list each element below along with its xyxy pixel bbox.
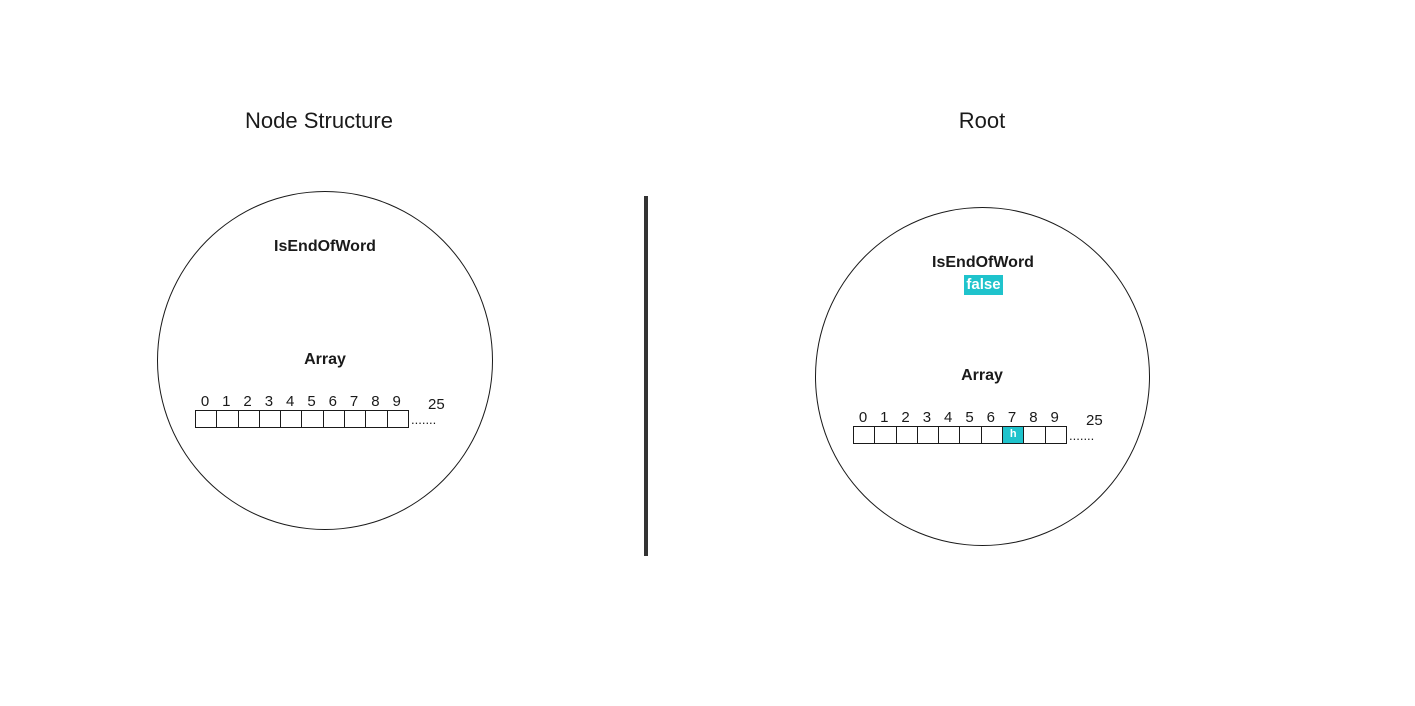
left-array-last-index: 25 — [428, 396, 445, 413]
right-index-8: 8 — [1029, 409, 1038, 426]
right-array-cell-5 — [959, 426, 982, 444]
left-index-1: 1 — [222, 393, 231, 410]
right-array-cell-2 — [895, 426, 918, 444]
right-isendofword-label: IsEndOfWord — [932, 254, 1034, 271]
right-index-4: 4 — [944, 409, 953, 426]
right-array-cell-6 — [980, 426, 1004, 444]
left-index-3: 3 — [264, 393, 274, 410]
right-array-cell-0 — [853, 426, 876, 444]
node-structure-title: Node Structure — [245, 108, 393, 133]
right-index-9: 9 — [1050, 409, 1059, 426]
left-array-ellipsis: ....... — [411, 412, 437, 427]
right-array-cell-1 — [874, 426, 897, 444]
left-array-cells — [195, 410, 409, 428]
right-index-0: 0 — [858, 409, 868, 426]
right-array-cells: h — [853, 426, 1067, 444]
left-array-cell-2 — [237, 410, 260, 428]
left-index-7: 7 — [349, 393, 359, 410]
left-isendofword-label: IsEndOfWord — [274, 238, 376, 255]
left-array-cell-9 — [386, 410, 409, 428]
node-structure-circle — [157, 191, 493, 530]
right-array-cell-8 — [1023, 426, 1046, 444]
left-index-8: 8 — [371, 393, 380, 410]
right-index-3: 3 — [922, 409, 932, 426]
right-array-cell-4 — [938, 426, 961, 444]
left-index-6: 6 — [328, 393, 337, 410]
left-array-cell-3 — [258, 410, 282, 428]
left-index-4: 4 — [286, 393, 295, 410]
right-array-last-index: 25 — [1086, 412, 1103, 429]
right-array-ellipsis: ....... — [1069, 428, 1095, 443]
right-index-6: 6 — [986, 409, 995, 426]
left-array-cell-0 — [195, 410, 218, 428]
left-index-2: 2 — [243, 393, 252, 410]
left-array-cell-5 — [301, 410, 324, 428]
right-index-2: 2 — [901, 409, 910, 426]
root-node-circle — [815, 207, 1150, 546]
left-array-cell-7 — [344, 410, 367, 428]
right-index-7: 7 — [1007, 409, 1017, 426]
right-index-5: 5 — [965, 409, 974, 426]
left-index-9: 9 — [392, 393, 401, 410]
panel-divider — [644, 196, 648, 556]
left-array-label: Array — [304, 351, 346, 368]
left-array-cell-4 — [280, 410, 303, 428]
right-array-cell-9 — [1044, 426, 1067, 444]
left-index-5: 5 — [307, 393, 316, 410]
left-index-0: 0 — [200, 393, 210, 410]
right-index-1: 1 — [880, 409, 889, 426]
left-array-cell-1 — [216, 410, 239, 428]
root-title: Root — [958, 108, 1006, 133]
right-array-cell-7: h — [1002, 426, 1025, 444]
isendofword-value-badge: false — [964, 275, 1003, 295]
left-array-cell-6 — [322, 410, 346, 428]
right-array-cell-3 — [916, 426, 940, 444]
right-array-label: Array — [961, 367, 1003, 384]
left-array-cell-8 — [365, 410, 388, 428]
